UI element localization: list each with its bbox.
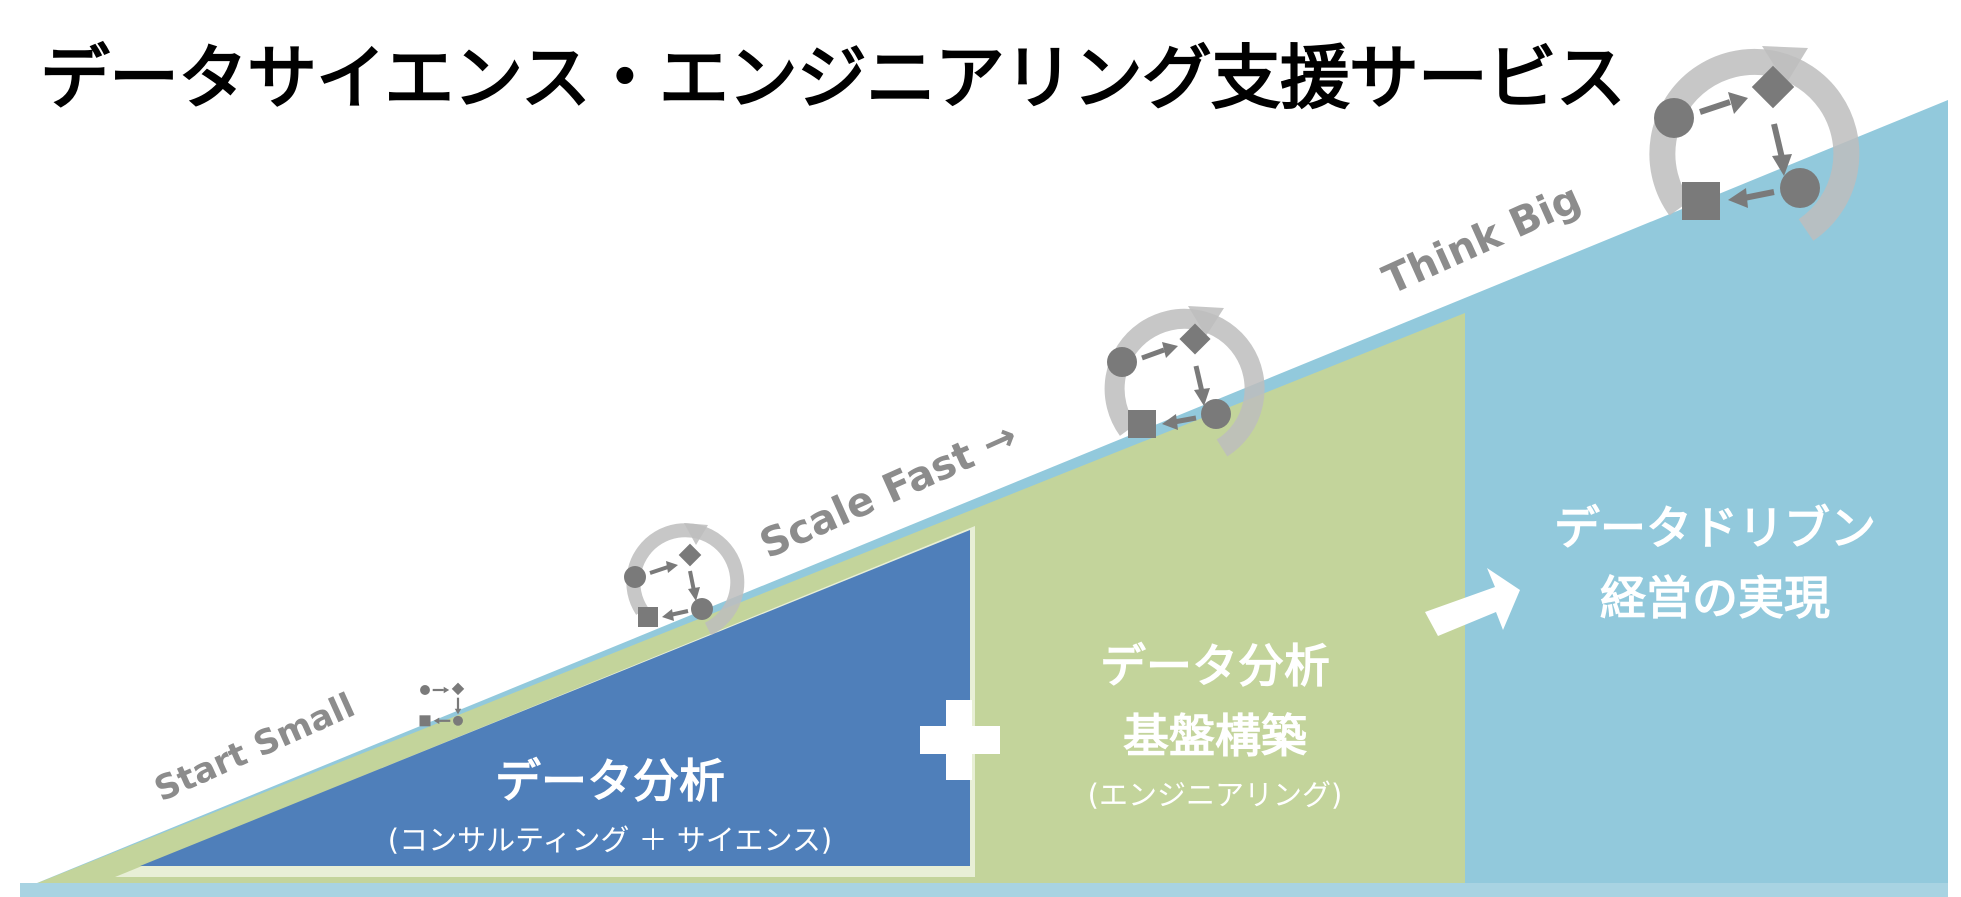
base-strip [20,883,1948,897]
platform-stage-title-line2: 基盤構築 [1123,709,1307,763]
analysis-region [140,530,970,866]
process-cycle-icon [419,682,465,727]
analysis-stage-label: データ分析 (コンサルティング ＋ サイエンス) [380,745,840,859]
process-cycle-icon [624,523,745,636]
goal-stage-title-line2: 経営の実現 [1600,571,1830,625]
page-title: データサイエンス・エンジニアリング支援サービス [40,37,1626,119]
process-cycle-icon [1649,46,1860,241]
platform-stage-title-line1: データ分析 [1100,639,1330,693]
goal-stage-title-line1: データドリブン [1554,501,1876,555]
process-cycle-icon [1104,306,1265,457]
right-arrow-icon [1425,568,1520,636]
plus-icon [920,700,1000,780]
goal-region [20,100,1948,890]
platform-stage-subtitle: (エンジニアリング) [1087,778,1343,812]
analysis-stage-subtitle: (コンサルティング ＋ サイエンス) [387,823,833,857]
goal-stage-label: データドリブン 経営の実現 [1530,492,1900,628]
analysis-stage-title: データ分析 [495,754,725,808]
platform-region [20,313,1465,890]
platform-stage-label: データ分析 基盤構築 (エンジニアリング) [1065,630,1365,814]
